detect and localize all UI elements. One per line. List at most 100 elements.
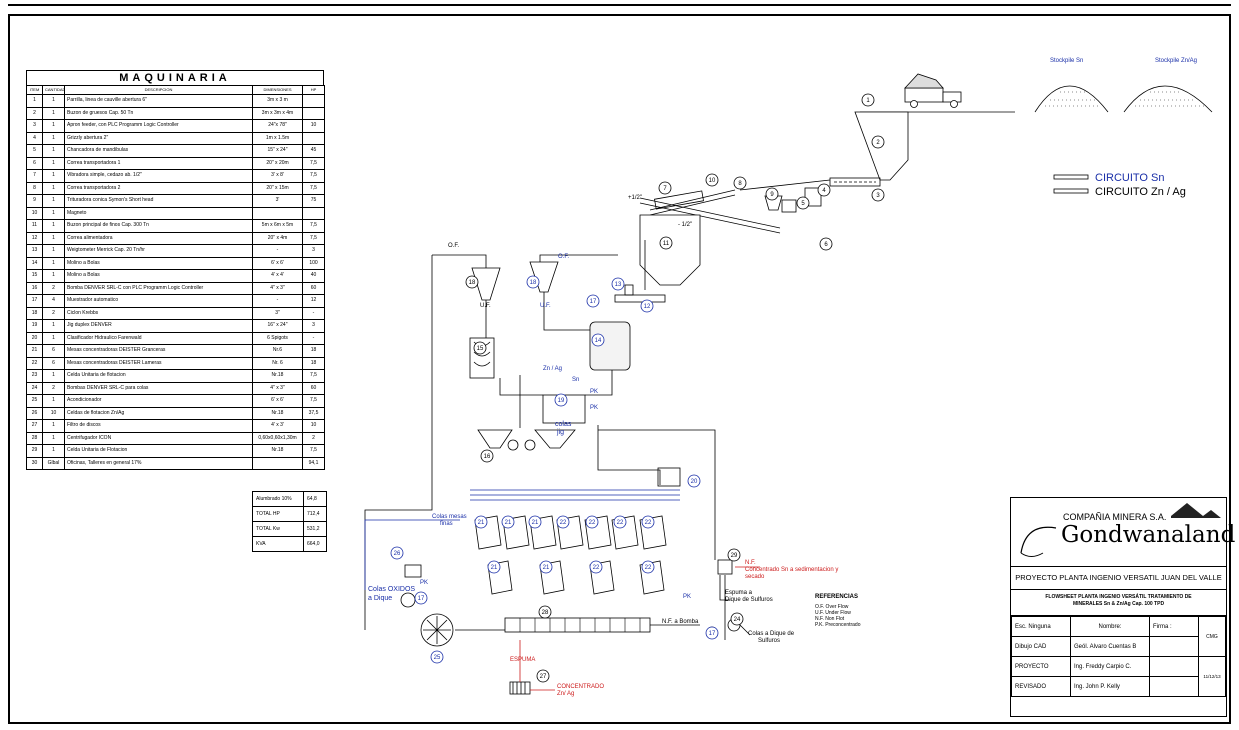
equipment-number-balloon	[611, 277, 625, 291]
equipment-number-balloon	[871, 188, 885, 202]
equipment-number-label: 1	[866, 98, 870, 104]
circuit-sn-swatch	[1053, 174, 1089, 180]
sump-left-icon	[477, 429, 513, 449]
equipment-number-label: 17	[590, 299, 597, 305]
dump-truck-icon	[904, 73, 962, 108]
equipment-number-balloon	[536, 669, 550, 683]
equipment-number-label: 7	[663, 186, 667, 192]
scale-cell: Esc. Ninguna	[1011, 616, 1071, 637]
espuma-label-1: Espuma a	[725, 590, 753, 596]
equipment-number-label: 21	[532, 520, 539, 526]
reference-item: U.F. Under Flow	[815, 610, 851, 616]
hydraulic-classifier-icon	[657, 467, 681, 487]
revisado-role: REVISADO	[1011, 676, 1071, 697]
equipment-number-balloon	[539, 560, 553, 574]
equipment-number-label: 12	[644, 304, 651, 310]
conc-znag-label-1: CONCENTRADO	[557, 684, 605, 690]
espuma-red-label: ESPUMA	[510, 657, 536, 663]
pk-small-label: PK	[683, 594, 692, 600]
colas-mesas-label-2: finas	[440, 521, 453, 527]
concentrator-tables-row-2	[487, 560, 665, 595]
znag-flow-label: Zn / Ag	[543, 366, 563, 372]
plus-half-label: +1/2"	[628, 195, 642, 201]
colas-oxidos-label-1: Colas OXIDOS	[368, 586, 416, 593]
equipment-number-label: 22	[589, 520, 596, 526]
apron-feeder-icon	[829, 177, 881, 187]
project-title: PROYECTO PLANTA INGENIO VERSATIL JUAN DE…	[1011, 567, 1226, 590]
equipment-number-label: 10	[709, 178, 716, 184]
equipment-number-label: 29	[731, 553, 738, 559]
equipment-number-label: 20	[691, 479, 698, 485]
equipment-number-balloon	[487, 560, 501, 574]
totals-row: Alumbrado 10%64,8	[252, 491, 327, 507]
pump-icon	[400, 592, 416, 608]
equipment-number-label: 22	[645, 520, 652, 526]
colas-oxidos-label-2: a Dique	[368, 595, 393, 602]
overflow-label-1: O.F.	[448, 243, 460, 249]
equipment-number-label: 3	[876, 193, 880, 199]
stockpile-sn-label: Stockpile Sn	[1050, 58, 1084, 64]
equipment-number-balloon	[414, 591, 428, 605]
ball-mill-15-icon	[469, 337, 495, 379]
minus-half-label: - 1/2"	[678, 222, 693, 228]
reference-item: O.F. Over Flow	[815, 604, 849, 610]
equipment-number-label: 27	[540, 674, 547, 680]
equipment-number-balloon	[871, 135, 885, 149]
dibujo-role: Dibujo CAD	[1011, 636, 1071, 657]
colas-jig-label-1: colas	[555, 421, 572, 428]
grizzly-icon	[781, 199, 797, 213]
equipment-number-label: 22	[593, 565, 600, 571]
equipment-number-balloon	[528, 515, 542, 529]
nf-bomba-label: N.F. a Bomba	[662, 619, 699, 625]
references-title: REFERENCIAS	[815, 594, 859, 600]
concentrator-table-icon	[611, 515, 639, 550]
concentrator-table-icon	[556, 515, 584, 550]
flotation-cell-29-icon	[717, 559, 733, 575]
equipment-number-balloon	[430, 650, 444, 664]
machinery-cell: 18	[302, 356, 325, 370]
equipment-number-balloon	[640, 299, 654, 313]
stockpile-sn-icon	[1034, 85, 1109, 113]
equipment-number-label: 21	[505, 520, 512, 526]
concentrator-table-icon	[487, 560, 513, 595]
fines-bin-icon	[639, 214, 701, 286]
proyecto-name: Ing. Freddy Carpio C.	[1070, 656, 1150, 677]
totals-cell: 64,8	[303, 491, 327, 507]
legend-circuit-sn: CIRCUITO Sn	[1095, 172, 1165, 184]
espuma-label-2: Dique de Sulfuros	[725, 597, 773, 603]
concentrator-table-icon	[529, 515, 557, 550]
equipment-number-balloon	[659, 236, 673, 250]
underflow-label-2: U.F.	[540, 303, 551, 309]
signatures-table: Esc. Ninguna Nombre: Firma : CMG Dibujo …	[1011, 616, 1226, 697]
equipment-number-balloon	[390, 546, 404, 560]
equipment-number-label: 13	[615, 282, 622, 288]
colas-sulf-label-2: Sulfuros	[758, 638, 781, 644]
overflow-label-2: O.F.	[558, 254, 570, 260]
cmg-cell: CMG	[1198, 616, 1226, 657]
concentrator-table-icon	[639, 560, 665, 595]
equipment-number-balloon	[765, 187, 779, 201]
equipment-number-label: 24	[734, 617, 741, 623]
logo-mark-icon	[1020, 503, 1221, 557]
conveyor-top	[739, 179, 831, 191]
proyecto-role: PROYECTO	[1011, 656, 1071, 677]
totals-cell: 664,0	[303, 536, 327, 552]
equipment-number-label: 21	[478, 520, 485, 526]
concentrator-table-icon	[589, 560, 615, 595]
sump-right-icon	[534, 429, 576, 449]
underflow-label-1: U.F.	[480, 303, 491, 309]
colas-sulf-label-1: Colas a Dique de	[748, 631, 795, 637]
machinery-header-row: ITEM CANTIDAD DESCRIPCION DIMENSIONES HP	[26, 85, 325, 95]
conc-znag-label-2: Zn/ Ag	[557, 691, 575, 697]
top-border-line	[8, 4, 1231, 6]
